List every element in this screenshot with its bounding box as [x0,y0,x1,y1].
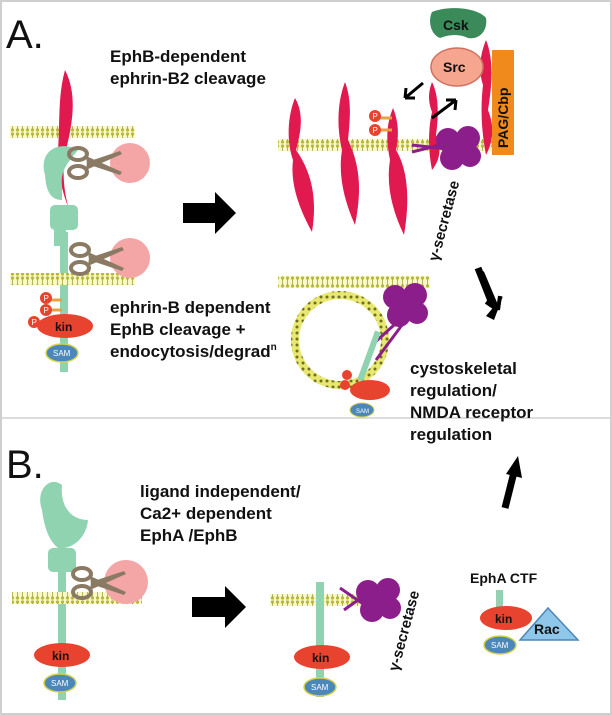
sam-label-left: SAM [53,349,71,358]
secretase-blades-upper [411,140,456,154]
panel-a-title-line2: ephrin-B2 cleavage [110,69,266,88]
outcome-line3: NMDA receptor [410,403,533,422]
kinase-domain-vesicle [350,380,390,400]
transition-arrow-b [192,586,246,628]
gamma-secretase-lower [383,283,428,327]
kinase-domain-b-middle [294,645,350,669]
gamma-secretase-b [356,578,401,622]
phospho-label: P [373,126,378,135]
panel-b-middle-assembly: γ-secretase kin SAM [270,578,423,697]
kinase-domain-b-left [34,643,90,667]
gamma-secretase-label-a: γ-secretase [425,179,463,263]
panel-b-right-assembly: EphA CTF kin SAM Rac [470,570,580,655]
ephrin-fragment-3 [387,108,408,235]
panel-a-letter: A. [6,13,44,57]
ephrin-fragment-1 [288,98,315,232]
phospho-vesicle-1 [342,370,352,380]
eph-receptor-transmembrane [60,232,68,372]
panel-a-left-assembly: P P P kin SAM [10,70,150,372]
bottom-line3-text: endocytosis/degrad [110,342,271,361]
epha-ctf-label: EphA CTF [470,570,538,586]
sam-label-b-right: SAM [491,641,509,650]
eph-receptor-ligand-binding [43,146,78,200]
phospho-label: P [44,294,49,303]
eph-receptor-domain [50,205,78,230]
kinase-domain-left [37,314,93,338]
ephrin-fragment-2 [338,82,360,225]
kin-label-b-middle: kin [312,651,329,665]
eph-ctf-b-middle [316,582,324,697]
bottom-line3-sup: n [271,342,277,353]
eph-ctf-stalk [357,330,381,382]
outcome-line4: regulation [410,425,492,444]
arrow-ephrin-to-src [431,98,458,120]
kin-label-left: kin [55,320,72,334]
eph-receptor-transmembrane-b [58,570,66,700]
panel-a-bottom-line3: endocytosis/degradn [110,342,277,361]
src-label: Src [443,59,466,75]
sam-label-b-left: SAM [51,679,69,688]
arrow-up-head [506,456,522,478]
kinase-domain-b-right [480,606,532,630]
phospho-label: P [32,318,37,327]
endocytic-vesicle [291,291,389,389]
src-protein [430,47,484,87]
membrane-lower-right [278,276,430,288]
membrane-upper-left [10,126,135,138]
phospho-vesicle-2 [340,380,350,390]
phospho-sites-left: P P P [28,292,62,328]
sam-domain-b-middle [303,677,337,697]
rac-label: Rac [534,621,560,637]
eph-receptor-domain-b [48,548,76,572]
phospho-label: P [373,112,378,121]
pag-cbp-box [492,50,514,155]
csk-label: Csk [443,17,469,33]
kin-label-b-right: kin [495,612,512,626]
panel-a-bottom-line2: EphB cleavage + [110,320,246,339]
sam-label-b-middle: SAM [311,683,329,692]
sam-label-vesicle: SAM [356,409,369,415]
ephrin-fragment-4 [429,82,440,170]
ephrin-ctf [480,40,493,155]
outcome-line1: cystoskeletal [410,359,517,378]
arrow-to-outcome-head [486,296,503,320]
secretase-blades-b [339,586,373,612]
panel-b-letter: B. [6,443,44,487]
panel-a-right-assembly: P P PAG/Cbp Csk Src γ-secretase [278,8,514,418]
panel-a-title-line1: EphB-dependent [110,47,246,66]
epha-ctf-stalk [496,590,503,620]
kin-label-b-left: kin [52,649,69,663]
panel-b-title-line3: EphA /EphB [140,526,238,545]
membrane-lower-left [10,273,135,285]
transition-arrow-a [183,192,236,234]
sam-domain-vesicle [349,402,375,418]
panel-b-left-assembly: kin SAM [12,481,148,700]
pag-cbp-label: PAG/Cbp [495,88,511,148]
arrow-src-to-ephrin [403,81,424,100]
arrow-to-outcome-shaft [474,266,497,308]
csk-protein [430,8,487,39]
panel-a-bottom-line1: ephrin-B dependent [110,298,271,317]
outcome-line2: regulation/ [410,381,497,400]
panel-b-title-line1: ligand independent/ [140,482,301,501]
phospho-sites-right: P P [369,110,392,136]
rac-protein [518,606,580,641]
protease-lower [110,238,150,278]
protease-b [104,560,148,604]
sam-domain-b-right [483,635,517,655]
sam-domain-b-left [43,673,77,693]
protease-upper [110,143,150,183]
eph-receptor-ligand-binding-b [40,481,88,549]
phospho-label: P [44,306,49,315]
sam-domain-left [45,343,79,363]
panel-b-title-line2: Ca2+ dependent [140,504,272,523]
